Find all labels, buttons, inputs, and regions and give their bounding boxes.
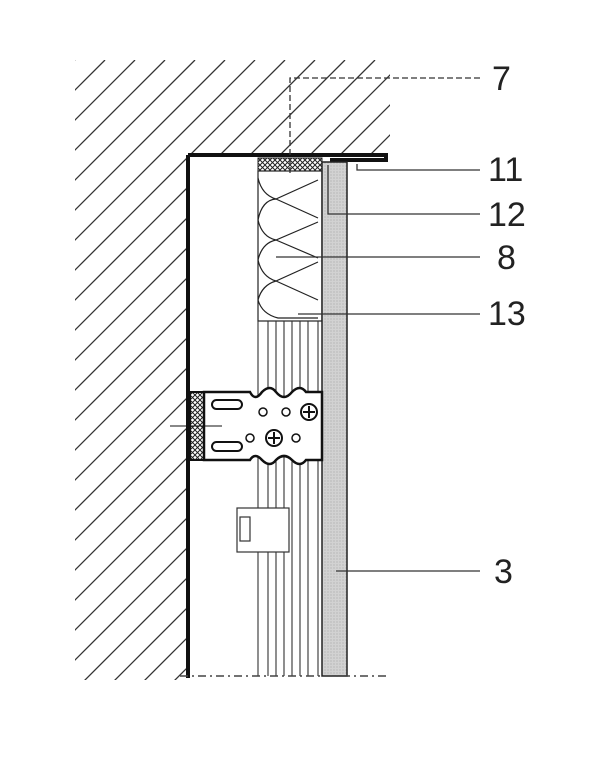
hatch-line <box>0 60 45 700</box>
callout-13: 13 <box>488 295 526 333</box>
hatch-line <box>75 60 76 680</box>
leader-lines <box>276 77 480 572</box>
hatch-line <box>455 60 600 700</box>
callout-11: 11 <box>488 151 523 189</box>
callout-3: 3 <box>494 553 513 591</box>
wall-outline <box>186 153 388 678</box>
substructure-profiles <box>257 321 319 676</box>
hatch-line <box>515 60 600 700</box>
callout-8: 8 <box>497 239 516 277</box>
hatch-line <box>545 60 600 700</box>
screw-icon <box>300 403 318 421</box>
callout-12: 12 <box>488 196 526 234</box>
hatch-line <box>75 60 106 680</box>
callout-7: 7 <box>492 60 511 98</box>
hatch-line <box>75 60 286 680</box>
hatch-line <box>75 60 256 680</box>
cladding-panel <box>321 161 348 677</box>
hatch-line <box>75 60 166 680</box>
hatch-line <box>75 60 226 680</box>
insulation <box>257 170 323 322</box>
hatch-line <box>364 60 390 680</box>
screw-icon <box>265 429 283 447</box>
panel-clip <box>236 507 290 553</box>
hatch-line <box>75 60 196 680</box>
hatch-line <box>0 60 15 700</box>
wall-bracket <box>170 386 324 466</box>
